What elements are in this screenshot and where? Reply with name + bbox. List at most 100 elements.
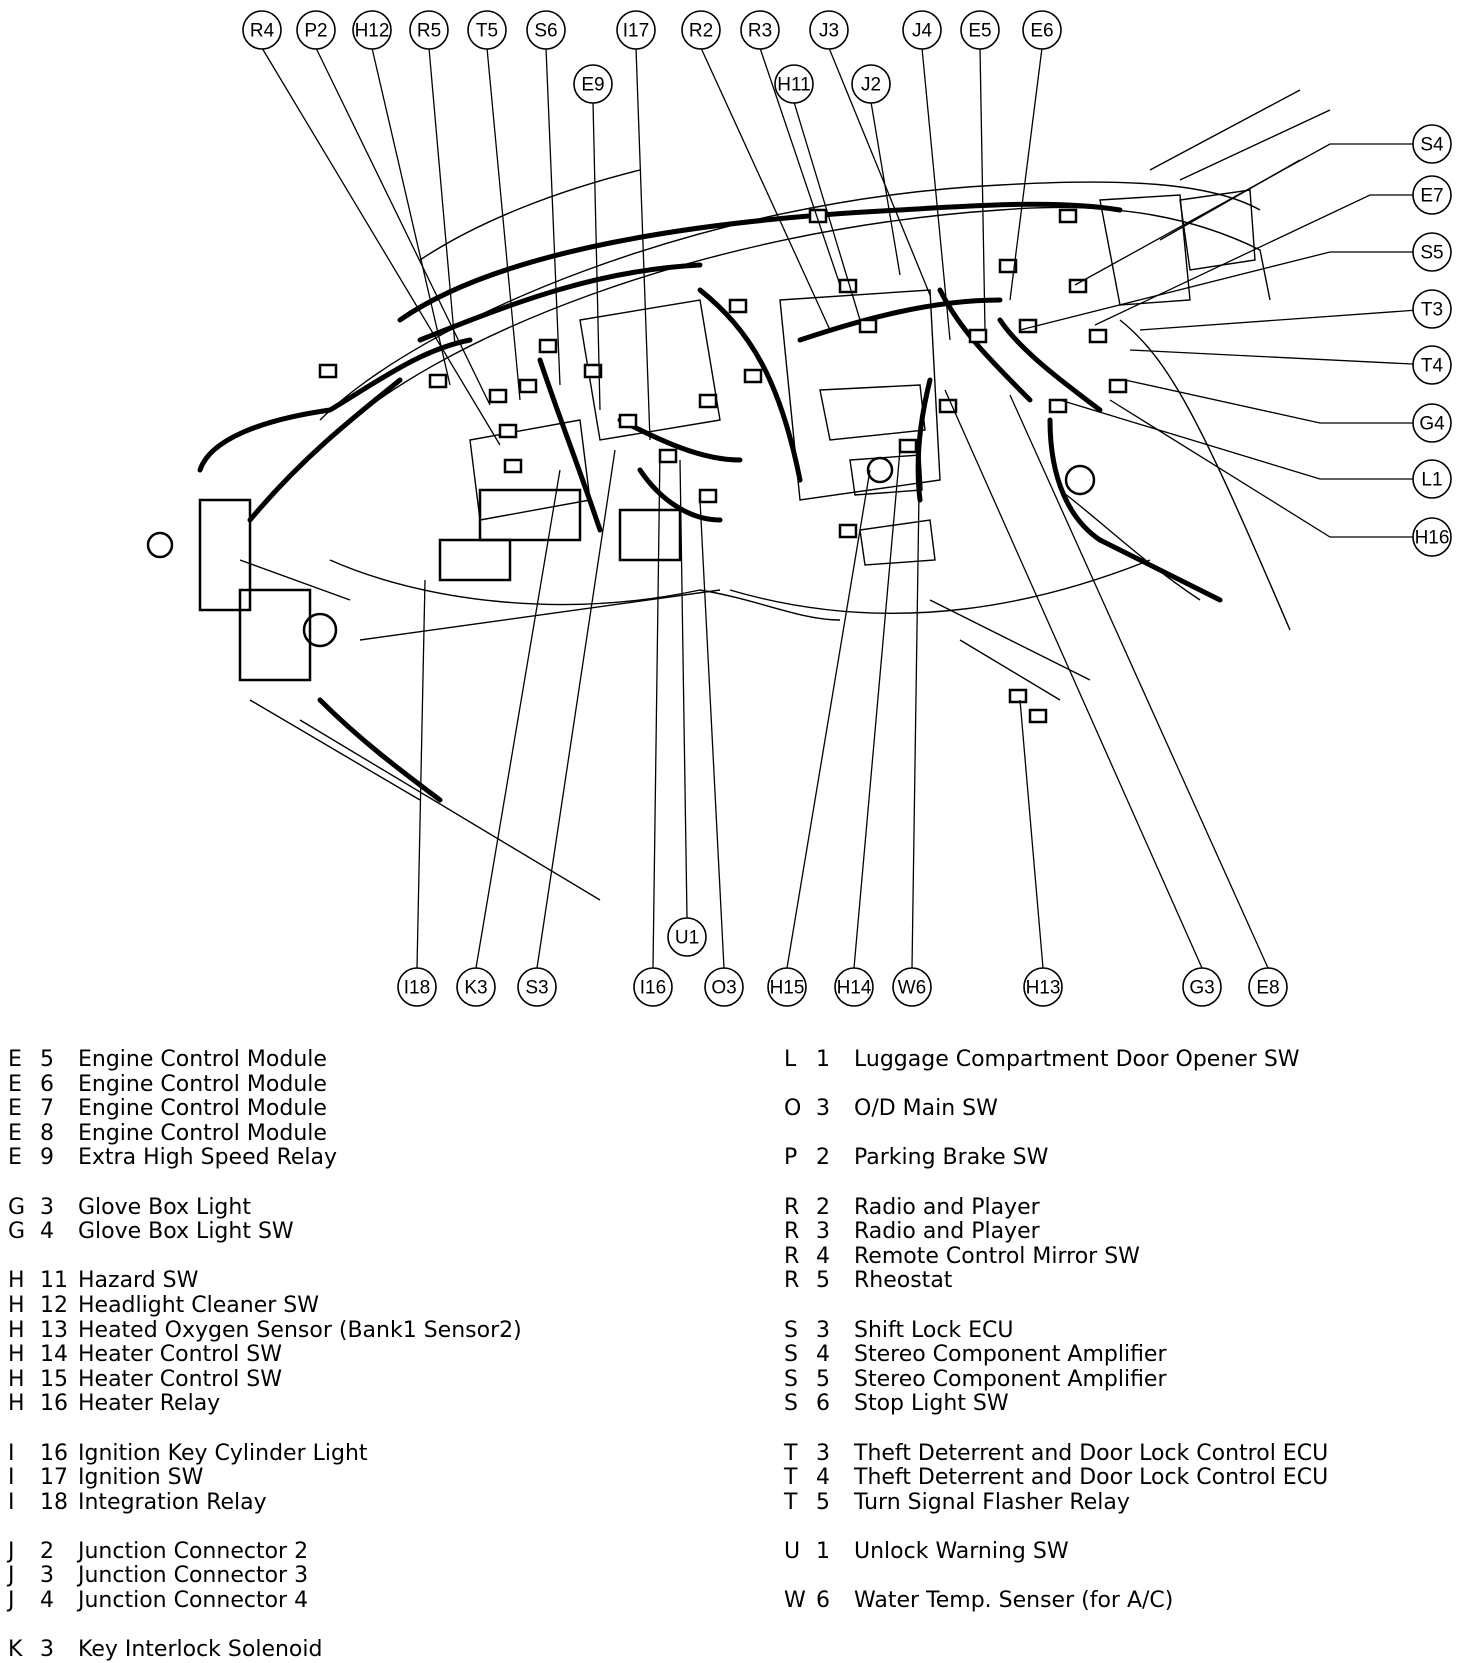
connector-description: Stereo Component Amplifier (854, 1366, 1167, 1392)
junction-block (146, 456, 1096, 682)
connector-number: 16 (40, 1440, 68, 1466)
connector-letter: H (8, 1366, 25, 1392)
connector-number: 6 (816, 1588, 830, 1614)
connector-letter: R (784, 1194, 800, 1220)
connector-description: Ignition SW (78, 1465, 204, 1491)
wiring-harness (197, 201, 1223, 803)
connector-description: Radio and Player (854, 1194, 1040, 1220)
callout-R4: R4 (250, 21, 275, 42)
callout-R3: R3 (748, 21, 772, 42)
legend-spacer (8, 1417, 522, 1442)
connector-description: Remote Control Mirror SW (854, 1243, 1140, 1269)
connector-description: Luggage Compartment Door Opener SW (854, 1047, 1300, 1072)
callout-R2: R2 (689, 21, 713, 42)
connector-letter: J (8, 1563, 15, 1589)
connector-number: 15 (40, 1366, 68, 1392)
legend-spacer (8, 1171, 522, 1196)
callout-H12: H12 (355, 21, 390, 42)
connector-letter: E (8, 1096, 22, 1122)
connector-description: Stereo Component Amplifier (854, 1342, 1167, 1368)
connector-description: Junction Connector 3 (78, 1563, 309, 1589)
connector-letter: U (784, 1538, 801, 1564)
dashboard-outline (239, 89, 1331, 901)
connector-description: Theft Deterrent and Door Lock Control EC… (854, 1465, 1329, 1491)
connector-number: 4 (816, 1243, 830, 1269)
connector-number: 12 (40, 1292, 68, 1318)
connector-letter: I (8, 1440, 15, 1466)
connector-letter: R (784, 1243, 800, 1269)
callout-J4: J4 (912, 21, 933, 42)
connector-letter: H (8, 1268, 25, 1294)
connector-letter: H (8, 1342, 25, 1368)
connector-number: 3 (816, 1440, 830, 1466)
callout-K3: K3 (464, 978, 487, 999)
connector-description: Engine Control Module (78, 1071, 327, 1097)
connector-description: Engine Control Module (78, 1120, 327, 1146)
connector-description: Radio and Player (854, 1219, 1040, 1245)
connector-number: 13 (40, 1317, 68, 1343)
callout-E6: E6 (1030, 21, 1053, 42)
callout-leaders (261, 47, 1433, 969)
connector-code: H 12 (8, 1292, 78, 1319)
connector-letter: H (8, 1391, 25, 1417)
connector-letter: T (784, 1489, 798, 1515)
connector-description: Junction Connector 4 (78, 1588, 309, 1614)
connector-letter: S (784, 1366, 798, 1392)
connector-code: H 11 (8, 1269, 78, 1294)
connector-letter: R (784, 1219, 800, 1245)
callout-U1: U1 (675, 928, 699, 949)
connector-letter: P (784, 1145, 798, 1171)
connector-number: 1 (816, 1538, 830, 1564)
connector-number: 1 (816, 1047, 830, 1072)
connector-number: 6 (816, 1391, 830, 1417)
connector-number: 2 (816, 1145, 830, 1171)
callout-P2: P2 (304, 21, 327, 42)
callout-G4: G4 (1419, 414, 1445, 435)
connector-letter: W (784, 1588, 806, 1614)
legend-spacer (8, 1614, 522, 1639)
connector-letter: H (8, 1292, 25, 1318)
connector-number: 3 (816, 1219, 830, 1245)
connectors (318, 208, 1128, 724)
connector-number: 17 (40, 1465, 68, 1491)
connector-letter: E (8, 1047, 22, 1072)
connector-number: 11 (40, 1268, 68, 1294)
connector-number: 2 (816, 1194, 830, 1220)
legend-spacer (784, 1122, 1328, 1147)
connector-description: Junction Connector 2 (78, 1538, 309, 1564)
connector-number: 6 (40, 1071, 54, 1097)
